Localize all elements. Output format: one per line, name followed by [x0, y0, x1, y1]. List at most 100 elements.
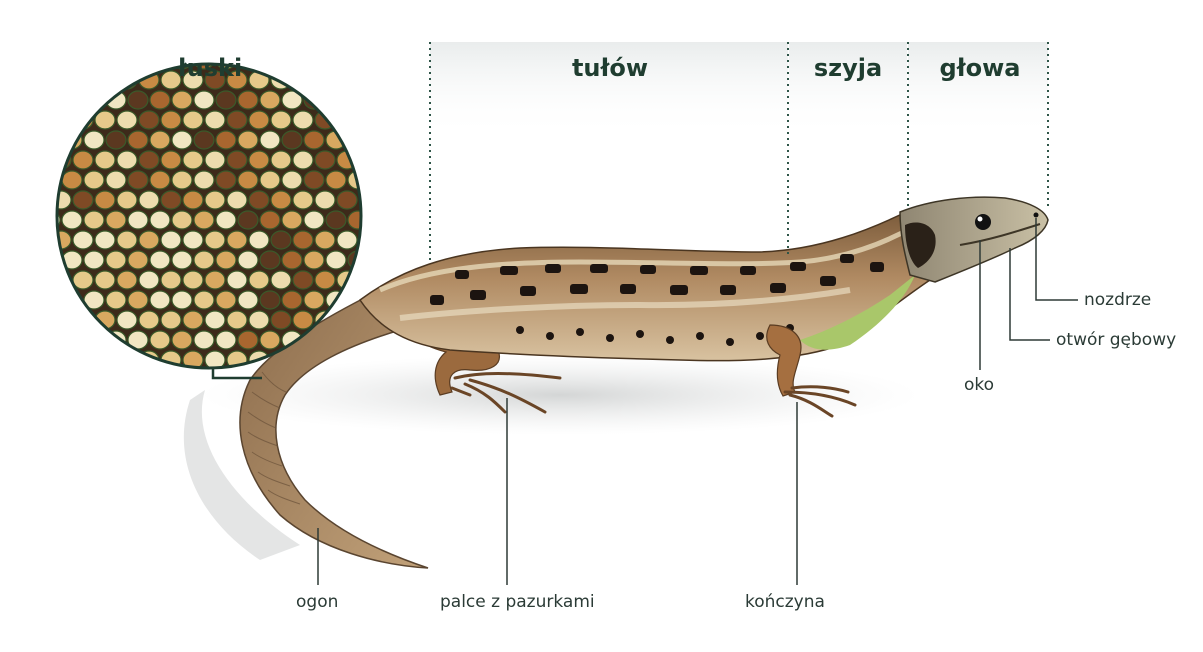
title-head: głowa [910, 50, 1050, 86]
scale-cell [172, 211, 192, 229]
label-tail: ogon [296, 592, 338, 612]
scale-cell [106, 251, 126, 269]
scale-cell [293, 111, 313, 129]
scale-cell [95, 231, 115, 249]
label-toes: palce z pazurkami [440, 592, 595, 612]
title-neck: szyja [790, 50, 906, 86]
scale-cell [238, 251, 258, 269]
scale-cell [150, 211, 170, 229]
scale-cell [194, 131, 214, 149]
scale-cell [172, 291, 192, 309]
scale-cell [139, 271, 159, 289]
scale-cell [161, 231, 181, 249]
scale-cell [304, 131, 324, 149]
scale-cell [238, 91, 258, 109]
scale-cell [161, 191, 181, 209]
scale-cell [150, 291, 170, 309]
scale-cell [293, 231, 313, 249]
title-scales: łuski [150, 50, 270, 86]
scale-cell [227, 231, 247, 249]
scale-cell [128, 291, 148, 309]
scale-cell [205, 151, 225, 169]
scale-cell [128, 131, 148, 149]
scale-cell [139, 191, 159, 209]
scale-cell [238, 211, 258, 229]
scale-cell [260, 251, 280, 269]
scale-cell [183, 311, 203, 329]
scale-cell [216, 171, 236, 189]
scale-cell [337, 231, 357, 249]
scale-cell [238, 331, 258, 349]
scale-cell [84, 131, 104, 149]
scale-cell [238, 131, 258, 149]
scale-cell [117, 191, 137, 209]
scale-cell [73, 271, 93, 289]
scale-cell [249, 151, 269, 169]
scale-cell [73, 231, 93, 249]
scale-cell [172, 331, 192, 349]
scale-cell [216, 91, 236, 109]
scale-cell [271, 231, 291, 249]
scale-cell [227, 311, 247, 329]
scale-cell [117, 271, 137, 289]
scale-cell [150, 171, 170, 189]
scale-cell [117, 111, 137, 129]
scale-cell [260, 291, 280, 309]
scale-cell [205, 191, 225, 209]
scale-cell [205, 311, 225, 329]
scale-cell [249, 271, 269, 289]
scale-cell [304, 211, 324, 229]
scale-cell [150, 331, 170, 349]
leader-mouth [1010, 248, 1050, 340]
scale-cell [139, 111, 159, 129]
scale-cell [172, 251, 192, 269]
scale-cell [216, 211, 236, 229]
scale-cell [249, 231, 269, 249]
scale-cell [293, 271, 313, 289]
scale-cell [161, 271, 181, 289]
scale-cell [172, 171, 192, 189]
scale-cell [227, 151, 247, 169]
scale-cell [260, 91, 280, 109]
eye-icon [975, 214, 991, 230]
scale-cell [348, 211, 368, 229]
scale-cell [73, 191, 93, 209]
scale-cell [282, 291, 302, 309]
scale-cell [117, 311, 137, 329]
scale-cell [95, 191, 115, 209]
scale-cell [106, 211, 126, 229]
scale-cell [326, 171, 346, 189]
scale-cell [128, 91, 148, 109]
scale-cell [304, 291, 324, 309]
scale-cell [51, 191, 71, 209]
scale-cell [227, 191, 247, 209]
scale-cell [260, 131, 280, 149]
scale-cell [282, 171, 302, 189]
scale-cell [139, 151, 159, 169]
title-trunk: tułów [530, 50, 690, 86]
scale-cell [260, 211, 280, 229]
scale-cell [161, 311, 181, 329]
scale-cell [293, 191, 313, 209]
scale-cell [194, 211, 214, 229]
scale-cell [150, 251, 170, 269]
scale-cell [249, 191, 269, 209]
scale-cell [271, 191, 291, 209]
scale-cell [84, 171, 104, 189]
scale-cell [106, 171, 126, 189]
scale-cell [216, 131, 236, 149]
scale-cell [150, 131, 170, 149]
scale-cell [282, 251, 302, 269]
scale-cell [260, 171, 280, 189]
scale-cell [337, 191, 357, 209]
scale-cell [282, 211, 302, 229]
scale-cell [194, 251, 214, 269]
scale-cell [227, 271, 247, 289]
scale-cell [238, 171, 258, 189]
scale-cell [139, 231, 159, 249]
scale-cell [315, 191, 335, 209]
scale-cell [95, 271, 115, 289]
scale-cell [95, 151, 115, 169]
scale-cell [304, 251, 324, 269]
